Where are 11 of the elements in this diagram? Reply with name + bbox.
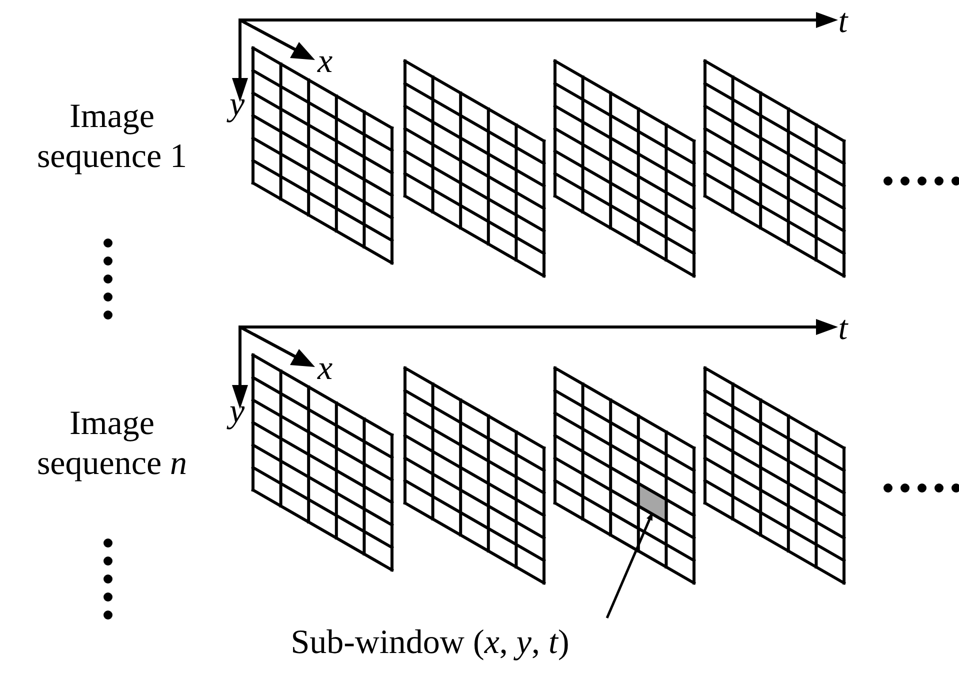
highlighted-cell xyxy=(636,480,668,525)
leader-line xyxy=(606,512,654,618)
sequence-label: Image sequence n xyxy=(36,404,188,484)
axis-label: y xyxy=(222,85,252,125)
sub-window-caption: Sub-window (x, y, t) xyxy=(250,618,610,668)
axis-label: t xyxy=(837,309,850,349)
axis-label: t xyxy=(837,2,850,42)
axis-label: x xyxy=(316,42,334,82)
axis-label: x xyxy=(316,349,334,389)
axis-label: y xyxy=(222,392,252,432)
sequence-label: Image sequence 1 xyxy=(36,97,188,177)
